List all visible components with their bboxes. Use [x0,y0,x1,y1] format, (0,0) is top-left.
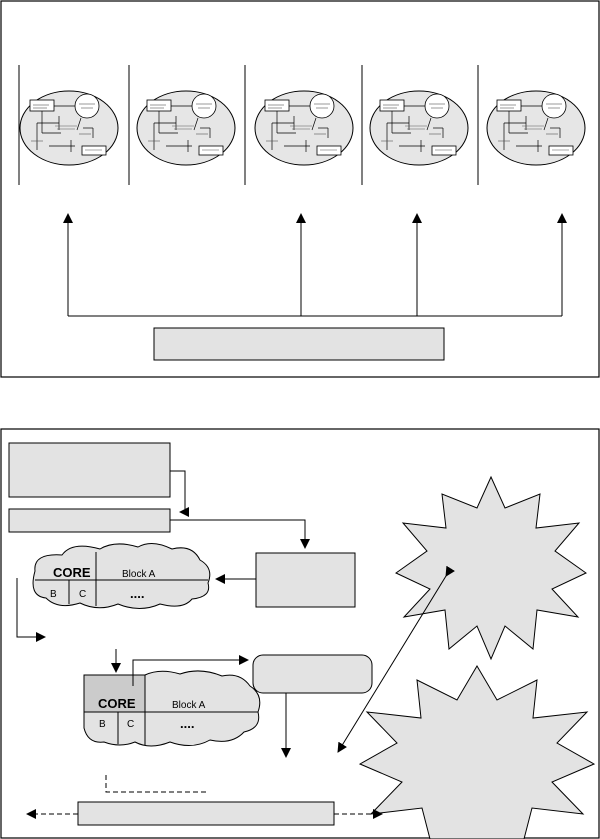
input-box-small [8,508,171,533]
cloud-1-c-label: C [79,589,86,600]
mini-diagram-2 [136,90,236,166]
cloud-2-b-label: B [99,719,106,730]
cloud-2-core-shade [83,674,146,713]
cloud-2-c-label: C [127,719,134,730]
starburst-upper [395,475,587,661]
cloud-2-dots-label: .... [180,716,194,731]
output-rounded-box [252,654,373,694]
bottom-panel: CORE Block A B C .... CORE Block A B C .… [0,428,600,839]
top-panel-frame [0,0,600,378]
dashed-connector [105,775,207,793]
connector-arrow [16,578,46,642]
cloud-2: CORE Block A B C .... [83,649,261,747]
processor-box [255,552,356,608]
cloud-1-b-label: B [50,589,57,600]
cloud-1: CORE Block A B C .... [32,543,211,609]
source-box [153,327,445,361]
cloud-1-dots-label: .... [130,586,144,601]
cloud-1-core-label: CORE [53,565,91,580]
mini-diagram-3 [254,90,354,166]
cloud-1-shape [32,543,211,609]
input-box-large [8,442,171,498]
cloud-1-block-a-label: Block A [122,569,156,580]
double-arrow-diagonal [337,565,455,753]
cloud-2-core-label: CORE [98,696,136,711]
mini-diagram-1 [19,90,119,166]
bottom-bar-box [77,801,335,826]
mini-diagram-4 [369,90,469,166]
cloud-2-block-a-label: Block A [172,700,206,711]
connector-arrow [132,655,249,686]
mini-diagram-5 [486,90,586,166]
connector-arrow [170,519,310,549]
top-panel [0,0,600,378]
connector-arrow [170,470,189,517]
